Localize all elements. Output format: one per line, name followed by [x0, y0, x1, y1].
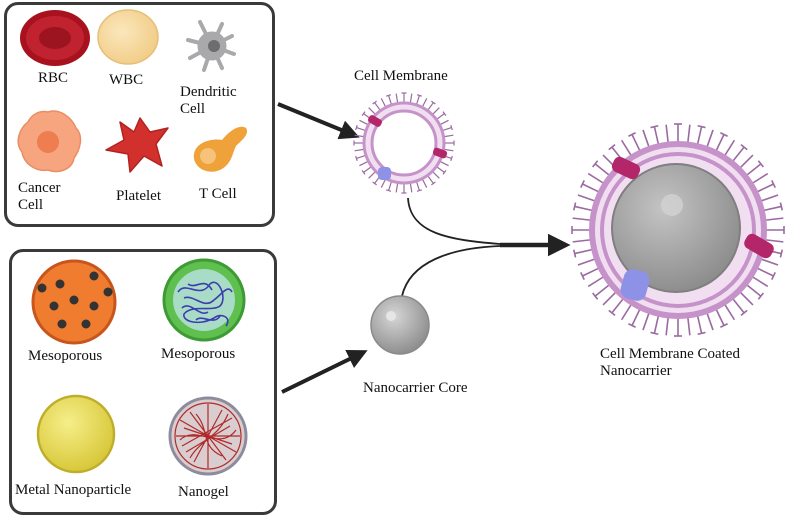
- label-rbc: RBC: [38, 70, 69, 86]
- platelet-icon: [105, 117, 169, 173]
- label-nanocarrier-core: Nanocarrier Core: [363, 380, 468, 396]
- label-metal-nanoparticle: Metal Nanoparticle: [15, 482, 132, 498]
- label-t-cell: T Cell: [199, 186, 237, 202]
- nanogel-icon: [168, 396, 248, 476]
- curve-membrane-to-merge: [407, 197, 501, 245]
- rbc-icon: [20, 10, 90, 66]
- label-wbc: WBC: [109, 72, 144, 88]
- label-nanogel: Nanogel: [178, 484, 229, 500]
- cancer-cell-icon: [17, 110, 82, 173]
- label-cell-membrane: Cell Membrane: [354, 68, 448, 84]
- mesoporous-green-icon: [162, 258, 246, 342]
- label-platelet: Platelet: [116, 188, 161, 204]
- metal-nanoparticle-icon: [36, 394, 116, 474]
- label-dendritic-cell: Dendritic Cell: [180, 84, 237, 117]
- wbc-icon: [97, 9, 159, 65]
- nanocarrier-core-icon: [370, 295, 430, 355]
- label-mesoporous-2: Mesoporous: [161, 346, 236, 362]
- cell-membrane-icon: [353, 92, 455, 194]
- label-mesoporous-1: Mesoporous: [28, 348, 103, 364]
- arrow-cells-to-membrane: [277, 102, 360, 140]
- arrow-types-to-core: [281, 350, 368, 394]
- curve-core-to-merge: [401, 245, 501, 297]
- coated-nanocarrier-icon: [571, 123, 785, 337]
- label-coated-nanocarrier: Cell Membrane Coated Nanocarrier: [600, 346, 740, 379]
- dendritic-cell-icon: [186, 20, 236, 72]
- label-cancer-cell: Cancer Cell: [18, 180, 61, 213]
- mesoporous-orange-icon: [31, 259, 117, 345]
- t-cell-icon: [193, 126, 248, 172]
